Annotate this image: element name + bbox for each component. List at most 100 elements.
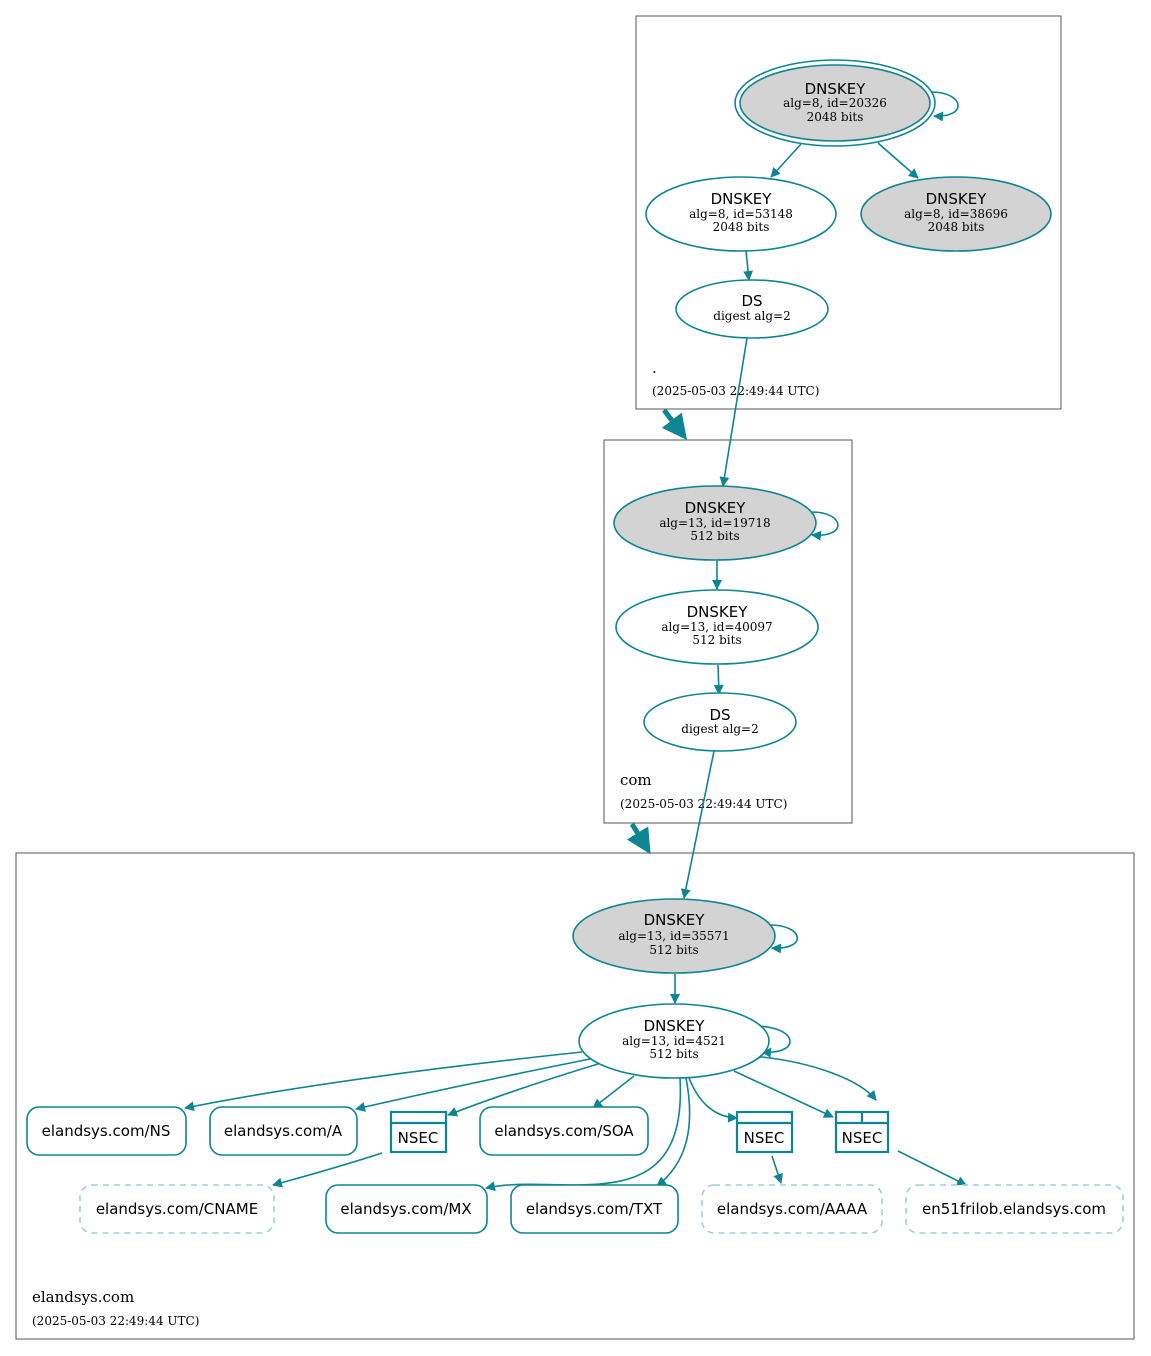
rr-aaaa[interactable]: elandsys.com/AAAA <box>701 1184 883 1234</box>
rr-mx[interactable]: elandsys.com/MX <box>325 1184 488 1234</box>
zone-box-elandsys <box>15 852 1135 1340</box>
node-root-zsk1-line2: 2048 bits <box>713 220 770 234</box>
node-com-ksk-shape <box>613 485 817 561</box>
rr-txt-shape <box>510 1184 679 1234</box>
node-el-ksk[interactable]: DNSKEY alg=13, id=35571 512 bits <box>572 898 776 974</box>
node-root-ds-shape <box>675 279 829 339</box>
node-root-zsk2-line2: 2048 bits <box>928 220 985 234</box>
node-root-zsk1[interactable]: DNSKEY alg=8, id=53148 2048 bits <box>645 176 837 252</box>
node-root-zsk1-shape <box>645 176 837 252</box>
edge-el-zsk-nsec2 <box>688 1077 738 1123</box>
node-root-ksk-line1: alg=8, id=20326 <box>783 96 887 110</box>
edge-el-zsk-nsec1 <box>447 1063 599 1117</box>
edge-root-ksk-zsk2 <box>877 142 919 179</box>
edge-el-zsk-soa <box>592 1075 635 1109</box>
rr-ns-shape <box>26 1106 187 1156</box>
nsec-1-shape <box>389 1110 448 1154</box>
edge-root-zsk1-ds <box>743 250 754 281</box>
nsec-1[interactable]: NSEC <box>389 1110 448 1154</box>
node-root-zsk2-shape <box>860 176 1052 252</box>
node-com-ds-line1: digest alg=2 <box>681 722 758 736</box>
edge-com-ksk-self <box>811 511 839 541</box>
edge-root-ds-com-ksk <box>719 337 748 487</box>
node-el-ksk-title: DNSKEY <box>644 911 706 929</box>
zone-name-com: com <box>620 771 652 789</box>
rr-txt[interactable]: elandsys.com/TXT <box>510 1184 679 1234</box>
node-com-zsk-title: DNSKEY <box>687 603 749 621</box>
node-com-zsk[interactable]: DNSKEY alg=13, id=40097 512 bits <box>615 589 819 665</box>
rr-cname-shape <box>79 1184 275 1234</box>
zone-box-root <box>635 15 1062 410</box>
node-el-ksk-line1: alg=13, id=35571 <box>618 929 729 943</box>
node-root-zsk2-title: DNSKEY <box>926 190 988 208</box>
rr-cname[interactable]: elandsys.com/CNAME <box>79 1184 275 1234</box>
node-root-ds-line1: digest alg=2 <box>713 309 790 323</box>
edge-com-zsk-ds <box>713 664 724 695</box>
rr-ns[interactable]: elandsys.com/NS <box>26 1106 187 1156</box>
node-com-ds[interactable]: DS digest alg=2 <box>643 692 797 752</box>
rr-a[interactable]: elandsys.com/A <box>209 1106 358 1156</box>
rr-soa[interactable]: elandsys.com/SOA <box>479 1106 649 1156</box>
node-el-zsk-title: DNSKEY <box>644 1017 706 1035</box>
zone-name-elandsys: elandsys.com <box>32 1288 134 1306</box>
delegation-arrow-com-elandsys <box>626 822 651 855</box>
rr-nxname-shape <box>905 1184 1124 1234</box>
node-root-ds[interactable]: DS digest alg=2 <box>675 279 829 339</box>
edge-el-zsk-txt <box>656 1077 691 1187</box>
rr-nxname[interactable]: en51frilob.elandsys.com <box>905 1184 1124 1234</box>
rr-aaaa-label: elandsys.com/AAAA <box>717 1200 868 1218</box>
rr-cname-label: elandsys.com/CNAME <box>96 1200 258 1218</box>
node-com-ksk[interactable]: DNSKEY alg=13, id=19718 512 bits <box>613 485 817 561</box>
node-com-ds-shape <box>643 692 797 752</box>
zone-time-root: (2025-05-03 22:49:44 UTC) <box>652 384 819 398</box>
edge-com-ds-el-ksk <box>680 750 715 899</box>
node-root-ksk-line2: 2048 bits <box>807 110 864 124</box>
edge-nsec3-nxname <box>897 1150 967 1186</box>
node-el-zsk-line1: alg=13, id=4521 <box>622 1034 726 1048</box>
rr-soa-shape <box>479 1106 649 1156</box>
node-root-ksk-shape <box>739 64 931 142</box>
nsec-1-label: NSEC <box>398 1129 439 1147</box>
rr-txt-label: elandsys.com/TXT <box>526 1200 663 1218</box>
nsec-2[interactable]: NSEC <box>735 1110 794 1154</box>
node-com-ds-title: DS <box>709 706 730 724</box>
node-el-ksk-line2: 512 bits <box>649 943 698 957</box>
rr-mx-shape <box>325 1184 488 1234</box>
node-el-zsk-line2: 512 bits <box>649 1047 698 1061</box>
edge-el-zsk-ns <box>184 1051 583 1112</box>
nsec-2-label: NSEC <box>744 1129 785 1147</box>
node-root-ksk-outer-ring <box>734 59 936 147</box>
rr-soa-label: elandsys.com/SOA <box>494 1122 634 1140</box>
rr-mx-label: elandsys.com/MX <box>340 1200 471 1218</box>
rr-nxname-label: en51frilob.elandsys.com <box>922 1200 1106 1218</box>
node-root-zsk2-line1: alg=8, id=38696 <box>904 207 1008 221</box>
edge-el-ksk-self <box>769 924 799 954</box>
edge-root-ksk-zsk1 <box>770 143 802 178</box>
node-root-ksk[interactable]: DNSKEY alg=8, id=20326 2048 bits <box>734 59 936 147</box>
edge-nsec2-aaaa <box>771 1155 783 1184</box>
zone-time-elandsys: (2025-05-03 22:49:44 UTC) <box>32 1314 199 1328</box>
node-com-zsk-line2: 512 bits <box>692 633 741 647</box>
nsec-3-label: NSEC <box>842 1129 883 1147</box>
rr-a-shape <box>209 1106 358 1156</box>
edge-el-zsk-nsec3-bidir <box>752 1051 877 1101</box>
node-com-zsk-shape <box>615 589 819 665</box>
node-el-ksk-shape <box>572 898 776 974</box>
edge-nsec1-cname <box>272 1152 383 1188</box>
edge-root-ksk-self <box>930 91 959 122</box>
rr-a-label: elandsys.com/A <box>224 1122 343 1140</box>
node-com-ksk-line1: alg=13, id=19718 <box>659 516 770 530</box>
node-root-zsk2[interactable]: DNSKEY alg=8, id=38696 2048 bits <box>860 176 1052 252</box>
node-com-ksk-line2: 512 bits <box>690 529 739 543</box>
zone-name-root: . <box>652 359 657 377</box>
nsec-2-shape <box>735 1110 794 1154</box>
node-root-zsk1-title: DNSKEY <box>711 190 773 208</box>
zone-box-com <box>603 439 853 824</box>
node-com-ksk-title: DNSKEY <box>685 499 747 517</box>
delegation-arrow-root-com <box>661 408 688 440</box>
node-root-ksk-title: DNSKEY <box>805 80 867 98</box>
node-el-zsk[interactable]: DNSKEY alg=13, id=4521 512 bits <box>578 1003 770 1079</box>
node-el-zsk-shape <box>578 1003 770 1079</box>
nsec-3[interactable]: NSEC <box>834 1110 890 1154</box>
